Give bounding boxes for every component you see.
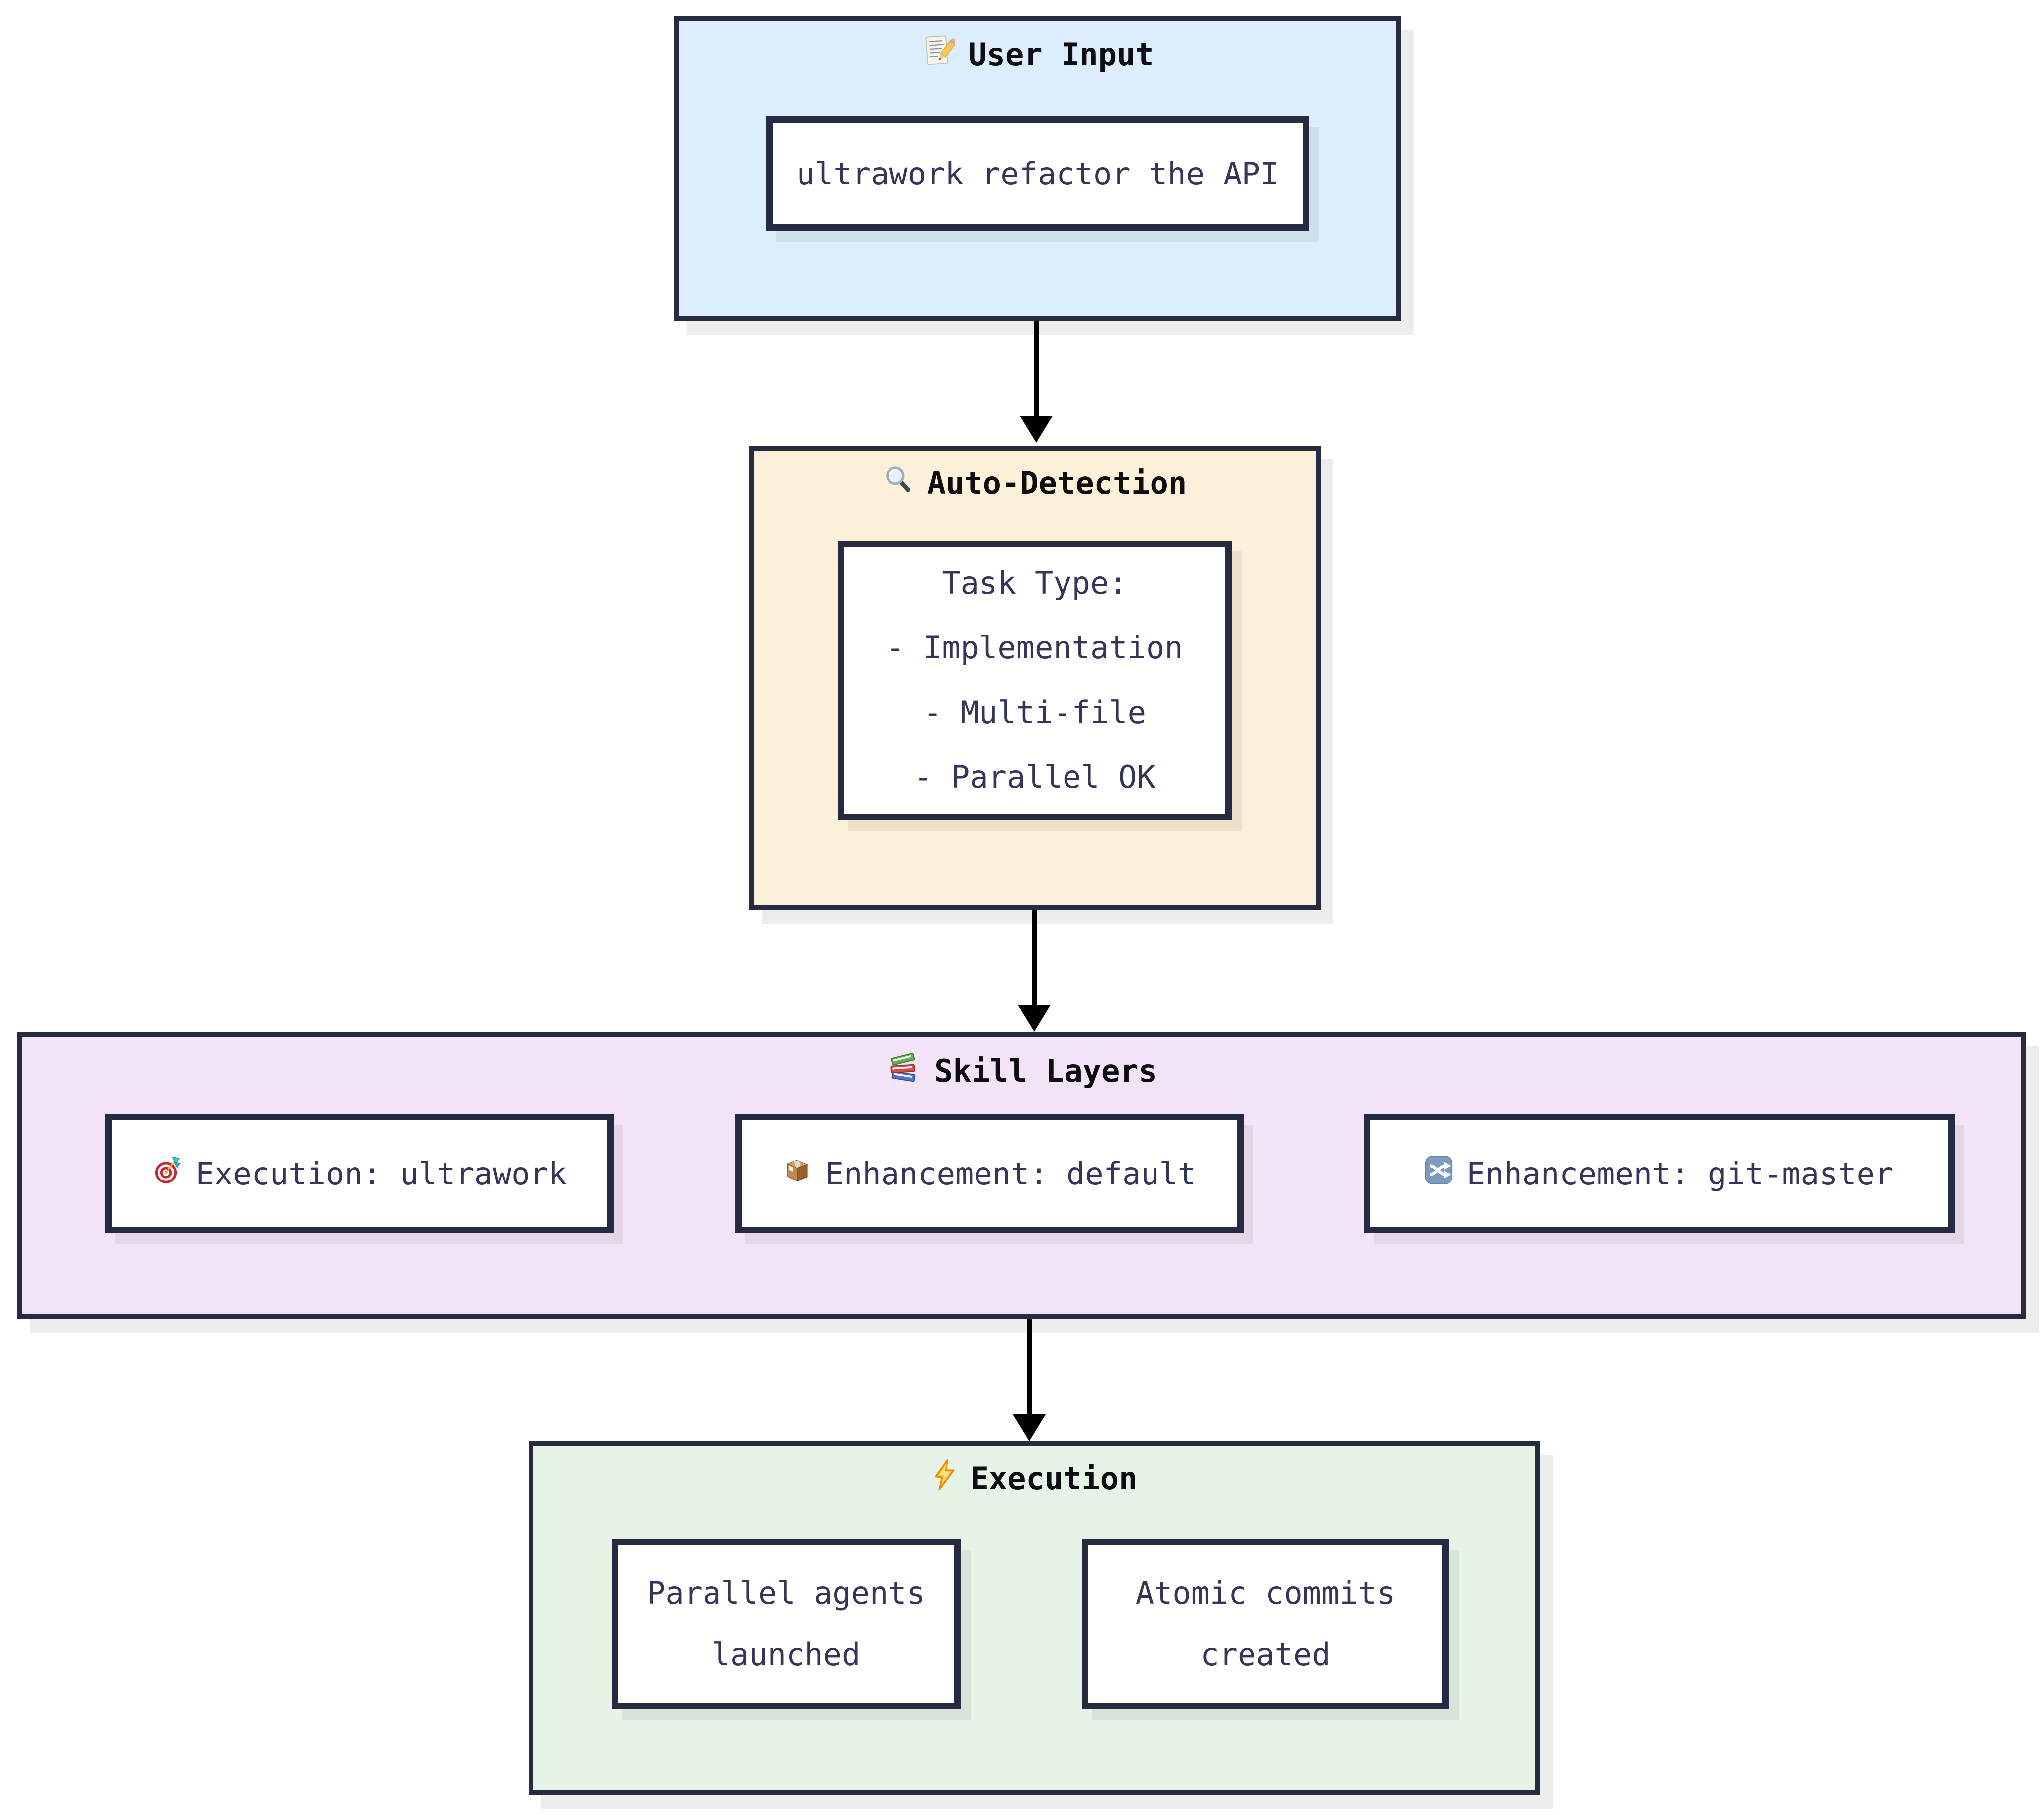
node-label: Enhancement: git-master (1466, 1155, 1894, 1192)
section-skill-layers-title: Skill Layers (22, 1050, 2021, 1092)
section-auto-detection-title: Auto-Detection (754, 463, 1316, 503)
section-title-label: Auto-Detection (927, 465, 1187, 501)
package-icon (783, 1156, 811, 1192)
section-title-label: Execution (970, 1460, 1138, 1497)
node-label: ultrawork refactor the API (796, 155, 1279, 192)
shuffle-icon (1425, 1154, 1453, 1193)
lightning-icon (932, 1459, 958, 1498)
magnifier-icon (883, 463, 914, 503)
node-parallel-agents: Parallel agents launched (612, 1539, 961, 1709)
memo-icon (921, 34, 957, 75)
arrow-head-icon (1013, 1414, 1046, 1441)
node-atomic-commits: Atomic commits created (1082, 1539, 1449, 1709)
section-user-input: User Input ultrawork refactor the API (674, 16, 1401, 321)
node-label: Execution: ultrawork (195, 1155, 567, 1192)
section-title-label: User Input (968, 36, 1154, 73)
arrow-user-input-to-auto-detection (1020, 321, 1053, 443)
section-title-label: Skill Layers (934, 1053, 1157, 1089)
books-icon (887, 1050, 921, 1092)
arrow-auto-detection-to-skill-layers (1018, 910, 1051, 1032)
node-enhancement-default: Enhancement: default (735, 1114, 1244, 1233)
node-execution-ultrawork: Execution: ultrawork (105, 1114, 614, 1233)
arrow-shaft (1027, 1319, 1032, 1414)
node-label: Enhancement: default (825, 1155, 1197, 1192)
section-execution-title: Execution (533, 1459, 1535, 1498)
section-user-input-title: User Input (679, 34, 1396, 75)
target-icon (152, 1154, 182, 1193)
node-enhancement-git-master: Enhancement: git-master (1364, 1114, 1955, 1233)
arrow-head-icon (1018, 1005, 1051, 1032)
node-task-type: Task Type: - Implementation - Multi-file… (838, 541, 1232, 820)
node-label: Atomic commits created (1135, 1575, 1396, 1673)
arrow-shaft (1032, 910, 1037, 1005)
arrow-shaft (1034, 321, 1039, 416)
node-user-command: ultrawork refactor the API (766, 116, 1309, 231)
node-label: Parallel agents launched (647, 1575, 925, 1673)
arrow-skill-layers-to-execution (1013, 1319, 1046, 1441)
arrow-head-icon (1020, 416, 1053, 443)
section-auto-detection: Auto-Detection Task Type: - Implementati… (749, 446, 1321, 910)
node-label: Task Type: - Implementation - Multi-file… (886, 565, 1183, 795)
section-skill-layers: Skill Layers Execution: ultrawork (17, 1032, 2026, 1319)
section-execution: Execution Parallel agents launched Atomi… (529, 1441, 1540, 1795)
